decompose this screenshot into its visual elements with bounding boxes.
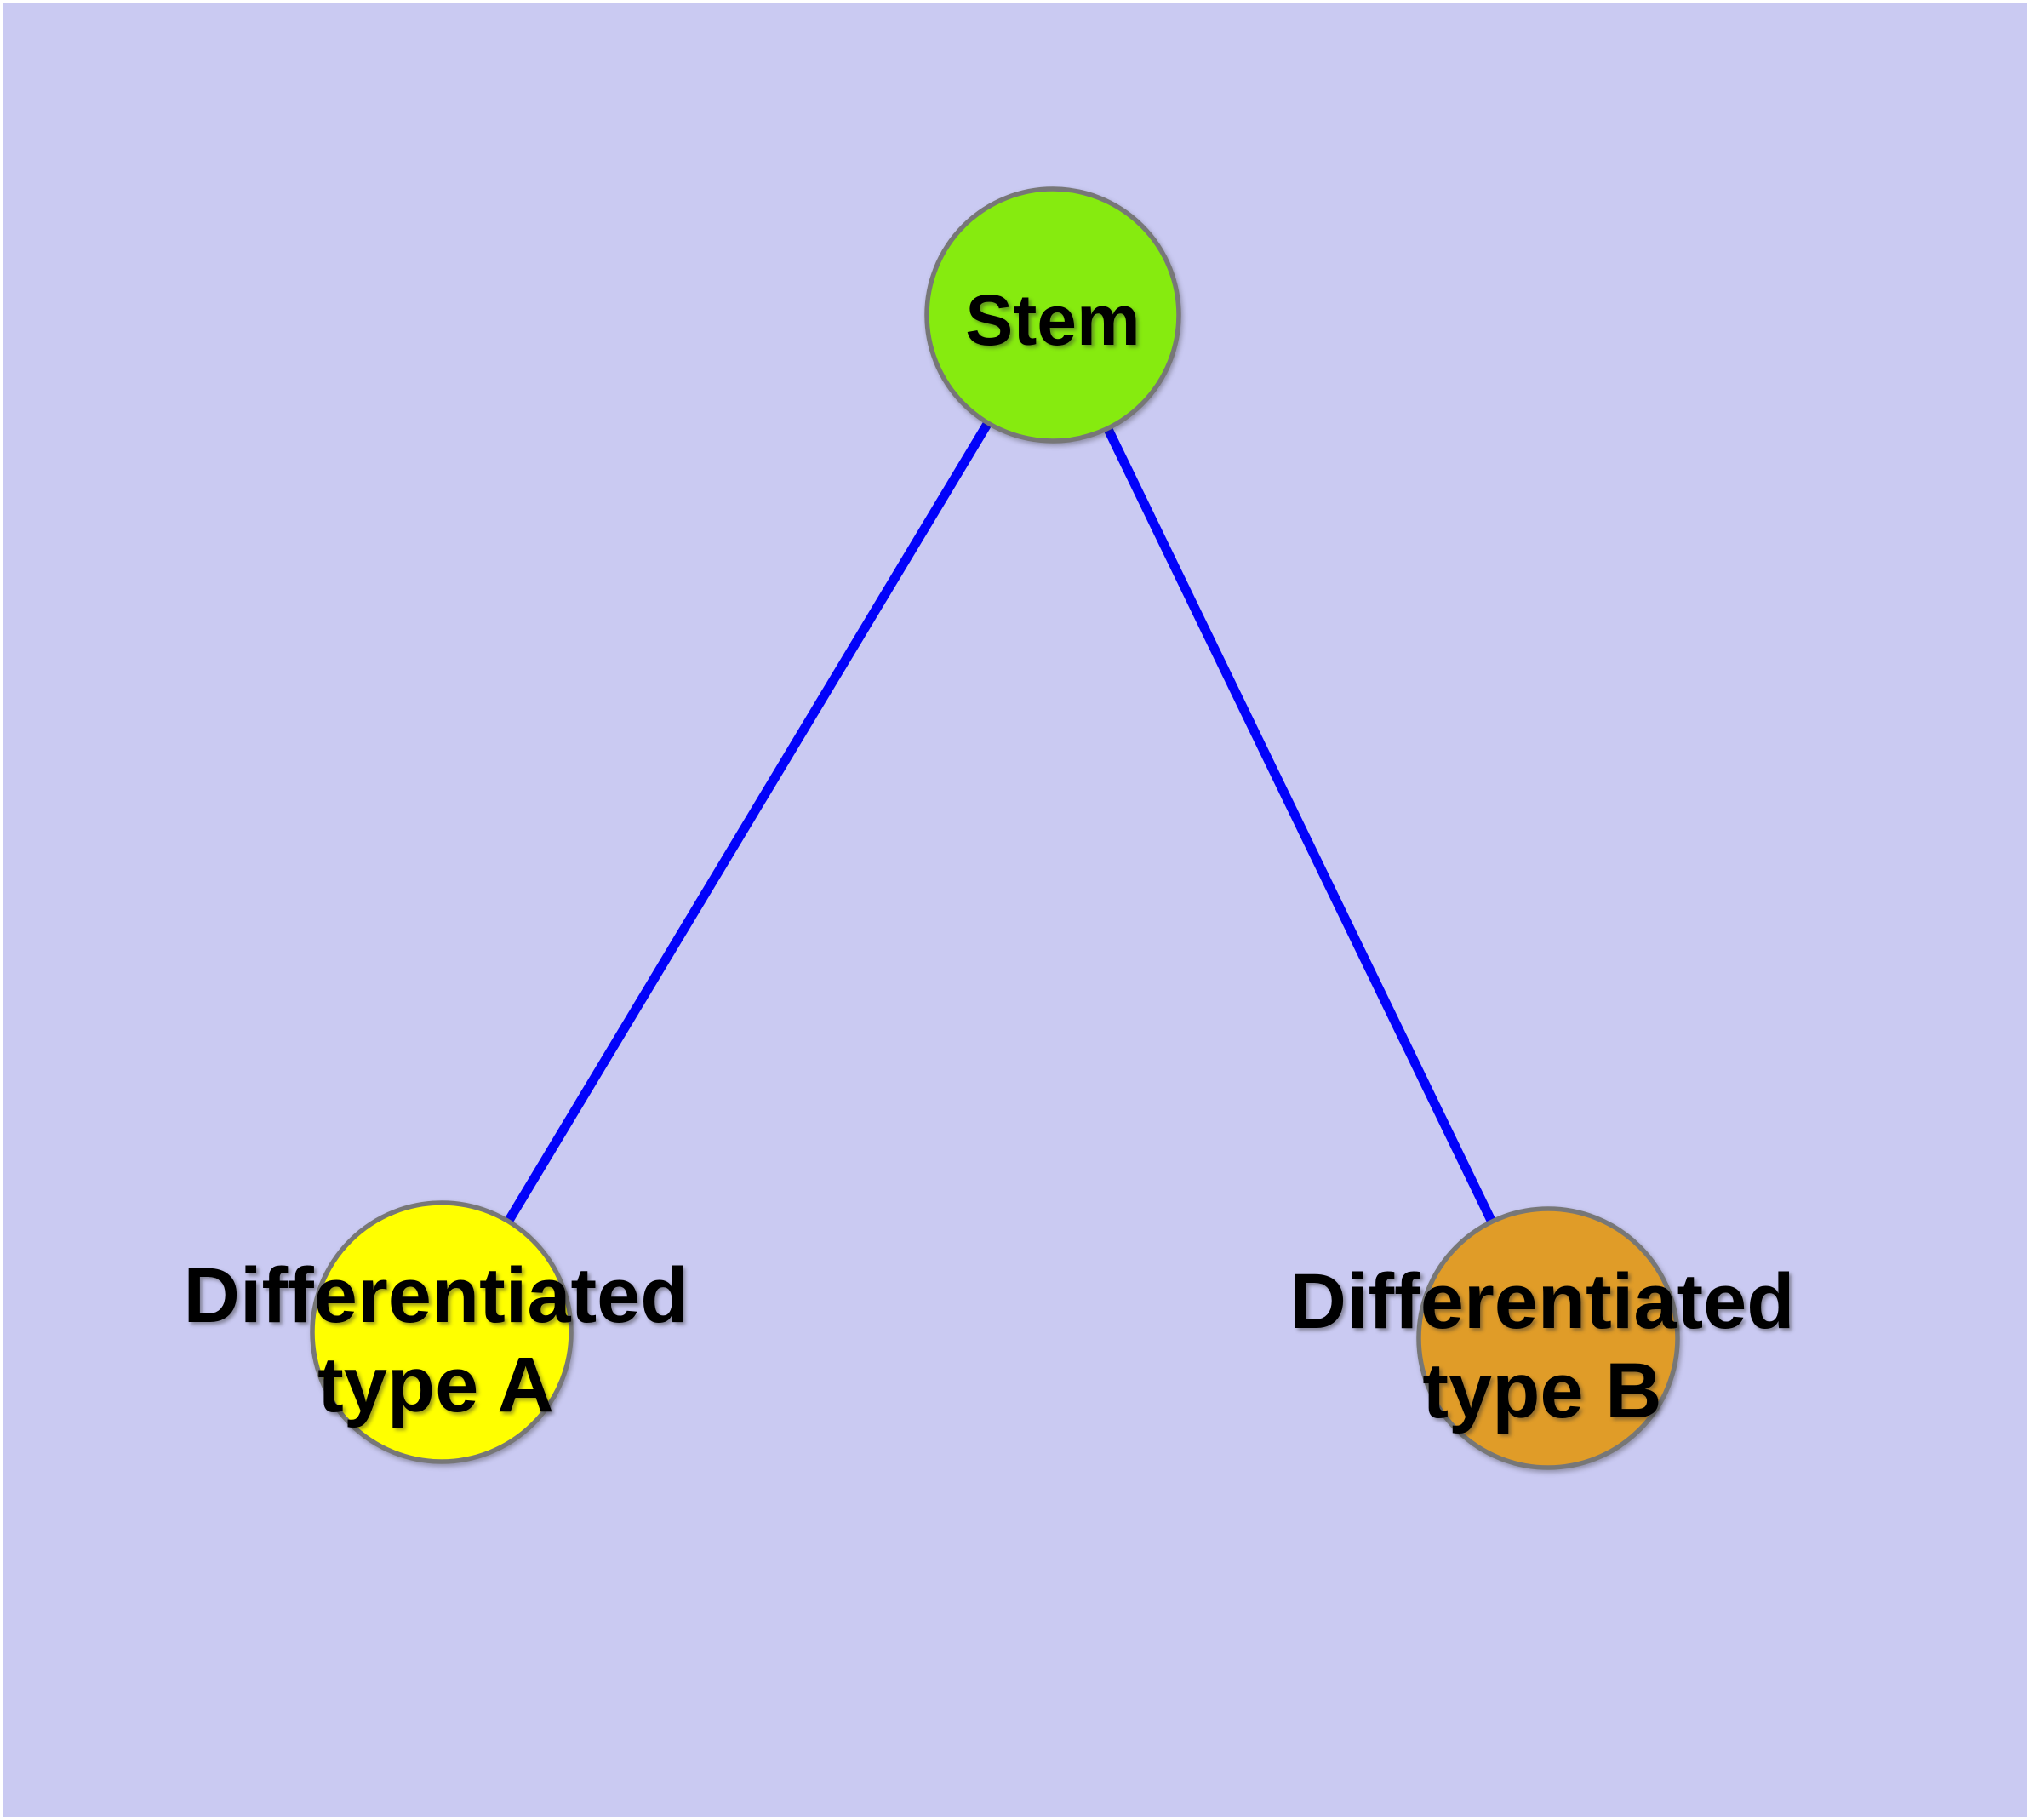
- edge-stem-to-type-a: [437, 312, 1057, 1335]
- node-label-type-a-line1: Differentiated: [184, 1252, 689, 1339]
- node-label-stem: Stem: [965, 280, 1140, 360]
- node-label-type-b-line2: type B: [1422, 1348, 1661, 1434]
- node-circle-type-a: [310, 1200, 574, 1464]
- node-label-type-b-line1: Differentiated: [1290, 1258, 1795, 1345]
- node-label-type-a-line2: type A: [317, 1342, 554, 1428]
- node-circle-type-b: [1416, 1206, 1680, 1470]
- edge-stem-to-type-b: [1049, 312, 1552, 1341]
- node-circle-stem: [924, 186, 1181, 444]
